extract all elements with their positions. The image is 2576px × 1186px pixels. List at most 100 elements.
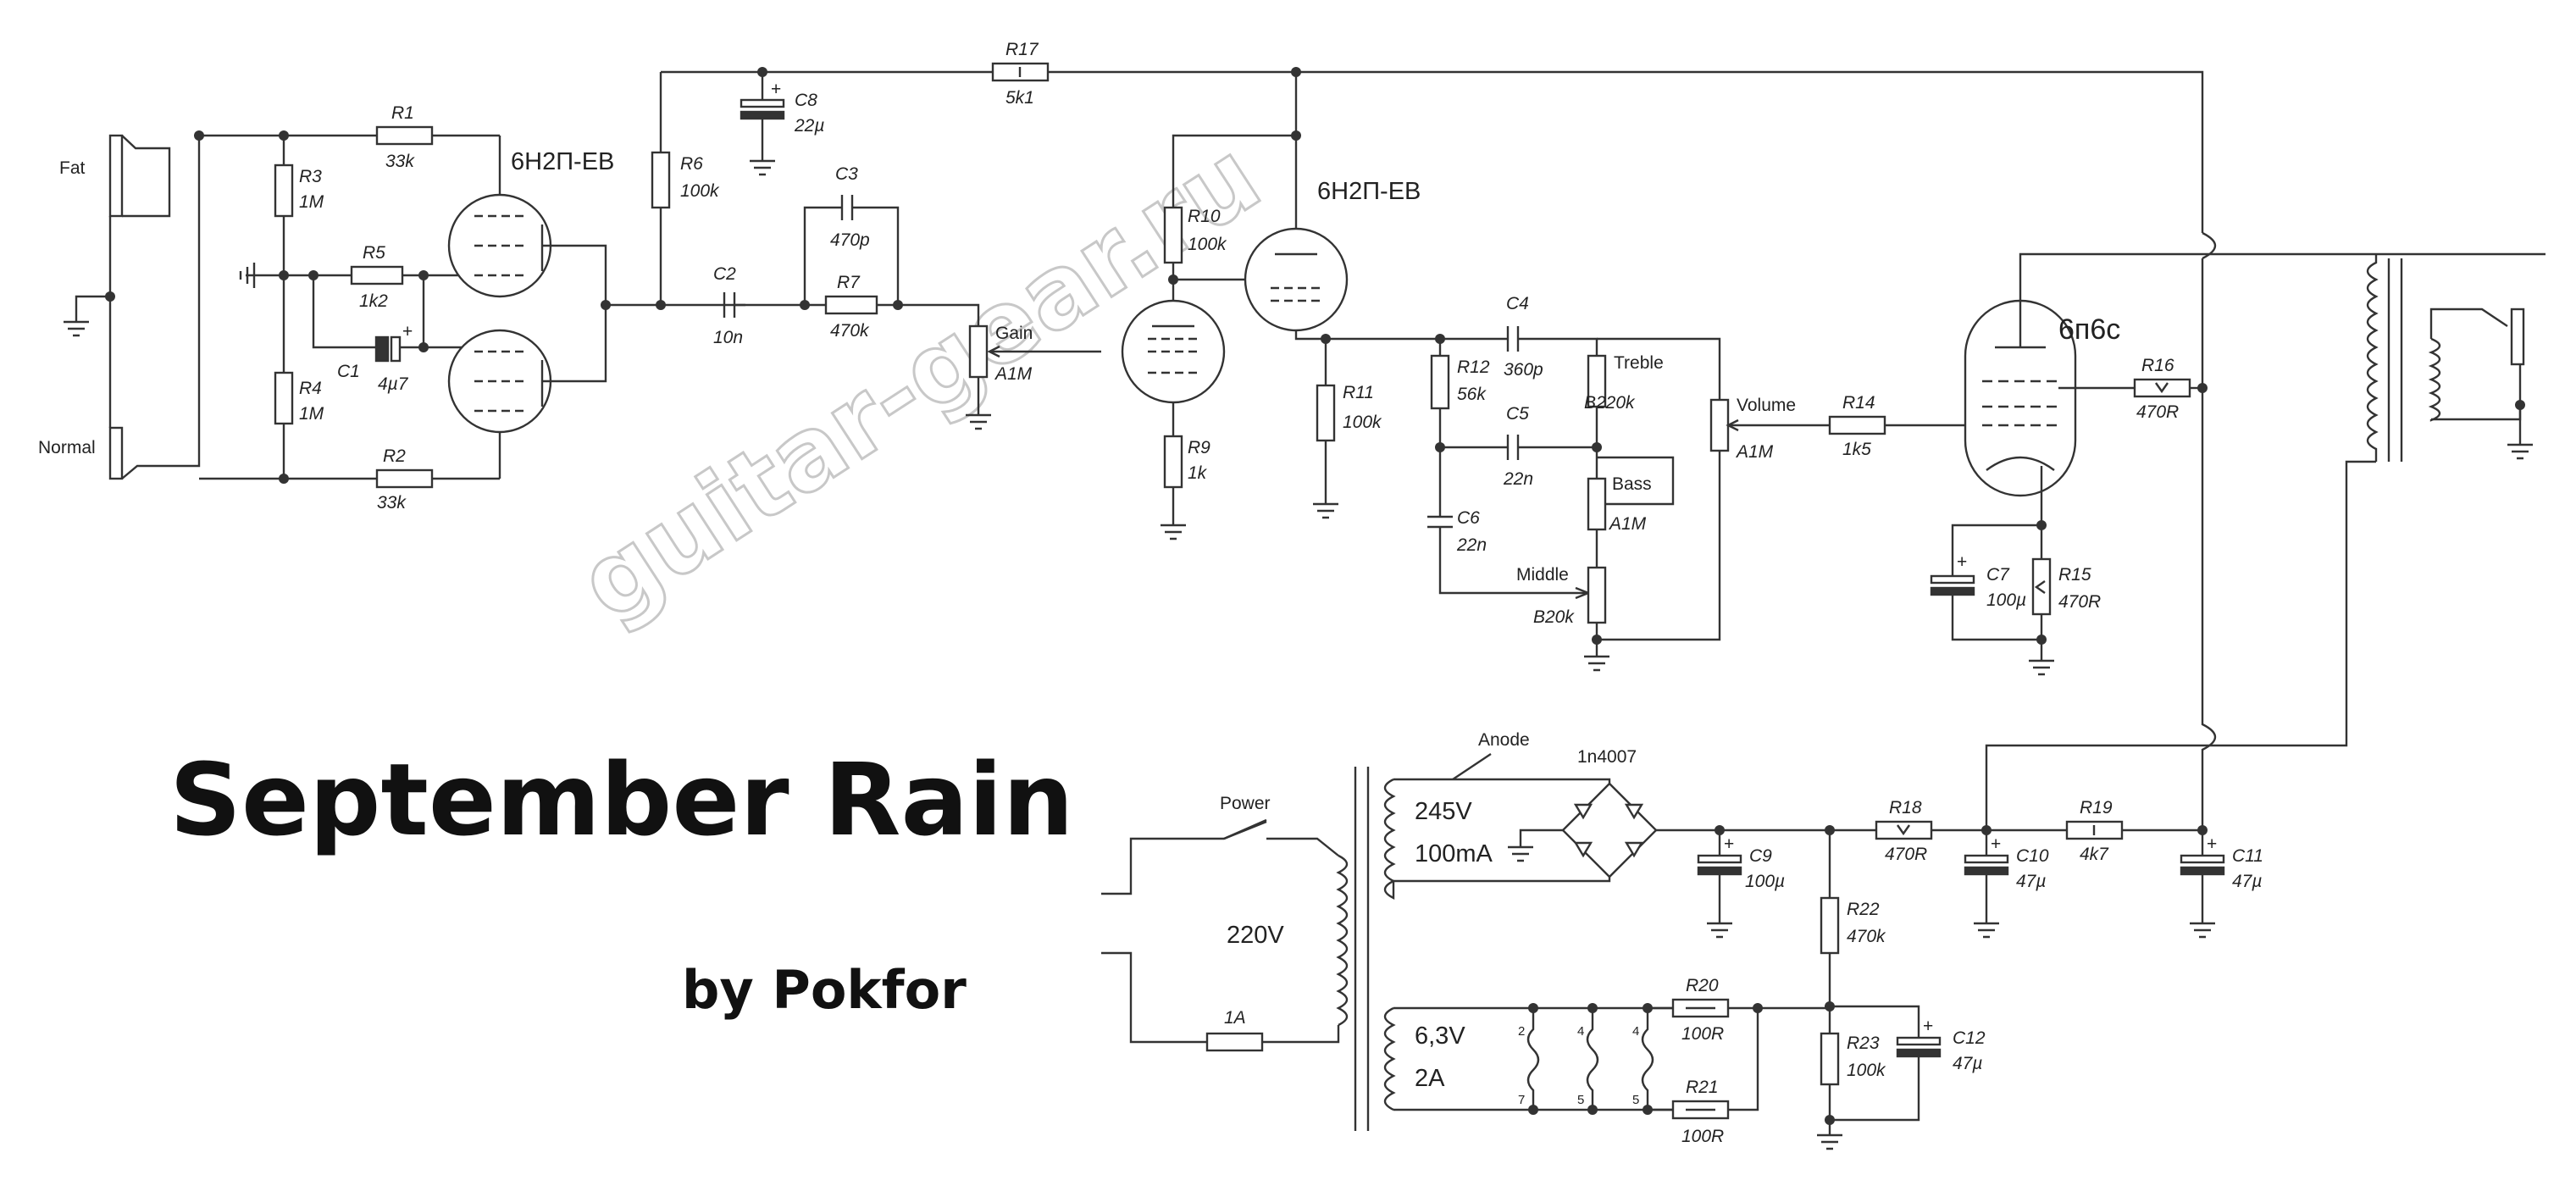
c3-ref: C3 (835, 164, 858, 184)
r7-ref: R7 (837, 273, 861, 292)
c9-ref: C9 (1749, 846, 1772, 866)
c1-plus: + (402, 322, 413, 341)
input-jack-fat (108, 134, 171, 218)
r21-ref: R21 (1686, 1078, 1719, 1097)
r3-ref: R3 (299, 167, 322, 186)
r3-value: 1M (299, 192, 324, 212)
r2-ref: R2 (383, 446, 406, 466)
c8-value: 22µ (794, 116, 824, 136)
resistor-r17 (991, 62, 1050, 82)
input-jack-normal (108, 134, 500, 480)
c6-value: 22n (1456, 535, 1487, 555)
ground-symbol (1707, 922, 1732, 939)
fuse (1205, 1032, 1264, 1052)
c8-plus: + (771, 80, 781, 99)
diode-label: 1n4007 (1577, 747, 1637, 767)
ground-symbol (1161, 524, 1186, 540)
ground-symbol (750, 159, 775, 176)
r19-value: 4k7 (2080, 845, 2109, 864)
r15-ref: R15 (2058, 565, 2091, 585)
r6-ref: R6 (680, 154, 703, 174)
resistor-r16 (2133, 378, 2191, 398)
chassis-ground-symbol (239, 263, 256, 288)
r22-ref: R22 (1847, 900, 1880, 919)
r7-value: 470k (830, 321, 870, 341)
r20-ref: R20 (1686, 976, 1719, 995)
gain-value: A1M (994, 364, 1033, 384)
resistor-r15 (2031, 557, 2052, 616)
pot-gain (968, 324, 989, 379)
ground-symbol (64, 320, 89, 337)
c2-ref: C2 (713, 264, 736, 284)
r6-value: 100k (680, 181, 720, 201)
resistor-r11 (1316, 384, 1336, 442)
ground-symbol (1313, 502, 1338, 519)
ground-symbol (1974, 922, 1999, 939)
r18-ref: R18 (1889, 798, 1922, 817)
resistor-r21 (1671, 1100, 1730, 1120)
capacitor-c9 (1697, 854, 1742, 876)
c8-ref: C8 (795, 91, 817, 110)
r17-ref: R17 (1005, 40, 1039, 59)
resistor-r3 (274, 163, 294, 218)
ground-symbol (2507, 443, 2533, 460)
c9-plus: + (1724, 834, 1734, 854)
capacitor-c12 (1896, 1036, 1942, 1058)
pin-label: 4 (1632, 1024, 1639, 1039)
tube-v3 (1964, 299, 2077, 497)
bridge-rectifier (1561, 782, 1658, 878)
bass-value: A1M (1608, 514, 1647, 534)
title-text: September Rain (169, 741, 1074, 858)
author-text: by Pokfor (682, 959, 967, 1021)
r20-value: 100R (1681, 1024, 1724, 1044)
tube-v2-type: 6Н2П-ЕВ (1317, 178, 1421, 205)
r12-value: 56k (1457, 385, 1487, 404)
input-fat-label: Fat (59, 158, 86, 178)
c11-ref: C11 (2232, 846, 2263, 866)
r1-ref: R1 (391, 103, 414, 123)
r14-ref: R14 (1842, 393, 1875, 413)
gain-name: Gain (995, 324, 1033, 343)
resistor-r9 (1163, 435, 1183, 489)
r10-value: 100k (1188, 235, 1227, 254)
r5-ref: R5 (363, 243, 385, 263)
c12-plus: + (1923, 1017, 1933, 1036)
capacitor-c5 (1506, 435, 1520, 460)
ground-symbol (1817, 1133, 1842, 1150)
pin-label: 5 (1632, 1093, 1639, 1107)
heater-filaments (1526, 1008, 1654, 1110)
c9-value: 100µ (1745, 872, 1785, 891)
c3-value: 470p (830, 230, 870, 250)
capacitor-c1 (374, 335, 402, 363)
pot-middle (1587, 566, 1607, 624)
bass-name: Bass (1612, 474, 1652, 494)
tube-v1 (447, 193, 607, 434)
tube-v3-type: 6п6с (2058, 313, 2120, 346)
c7-ref: C7 (1986, 565, 2010, 585)
resistor-r22 (1820, 896, 1840, 955)
power-switch-label: Power (1220, 794, 1271, 813)
r15-value: 470R (2058, 592, 2101, 612)
r17-value: 5k1 (1005, 88, 1034, 108)
capacitor-c8 (740, 98, 785, 120)
resistor-r5 (350, 265, 404, 285)
output-transformer (2366, 254, 2461, 462)
resistor-r19 (2065, 820, 2124, 840)
resistor-r4 (274, 371, 294, 425)
capacitor-c4 (1506, 326, 1520, 352)
resistor-r1 (375, 125, 434, 146)
c10-value: 47µ (2016, 872, 2046, 891)
fuse-label: 1A (1224, 1008, 1246, 1028)
pot-bass (1587, 477, 1607, 531)
input-normal-label: Normal (38, 438, 96, 457)
c5-value: 22n (1503, 469, 1533, 489)
c5-ref: C5 (1506, 404, 1529, 424)
c11-value: 47µ (2232, 872, 2262, 891)
r21-value: 100R (1681, 1127, 1724, 1146)
r14-value: 1k5 (1842, 440, 1871, 459)
c2-value: 10n (713, 328, 743, 347)
r9-value: 1k (1188, 463, 1208, 483)
resistor-r12 (1430, 354, 1450, 410)
c12-value: 47µ (1953, 1054, 1982, 1073)
